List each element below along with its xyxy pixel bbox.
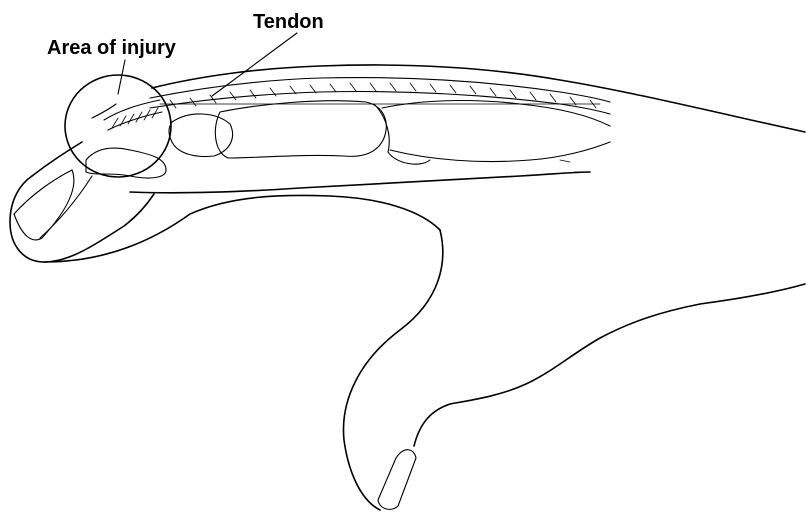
injury-label: Area of injury (47, 37, 177, 59)
tendon-leader-line (212, 33, 297, 96)
metacarpal-bone (382, 101, 610, 162)
tendon-fibers (160, 83, 600, 108)
thumb-nail (378, 450, 416, 510)
finger-top-outline (32, 65, 805, 176)
finger-pad-outline (44, 195, 440, 262)
injury-leader-line (118, 60, 125, 94)
fingertip-outline (10, 176, 154, 262)
palm-outline (343, 230, 442, 510)
tendon-band-upper (150, 78, 610, 102)
proximal-phalanx-bone (215, 101, 386, 158)
tendon-label: Tendon (253, 11, 324, 33)
torn-tendon-hatching (92, 100, 162, 130)
fingernail (14, 170, 74, 240)
middle-phalanx-bone (169, 114, 233, 157)
finger-bottom-outline (130, 172, 590, 193)
skin-detail-marks (560, 160, 584, 172)
hand-back-outline (414, 284, 805, 446)
